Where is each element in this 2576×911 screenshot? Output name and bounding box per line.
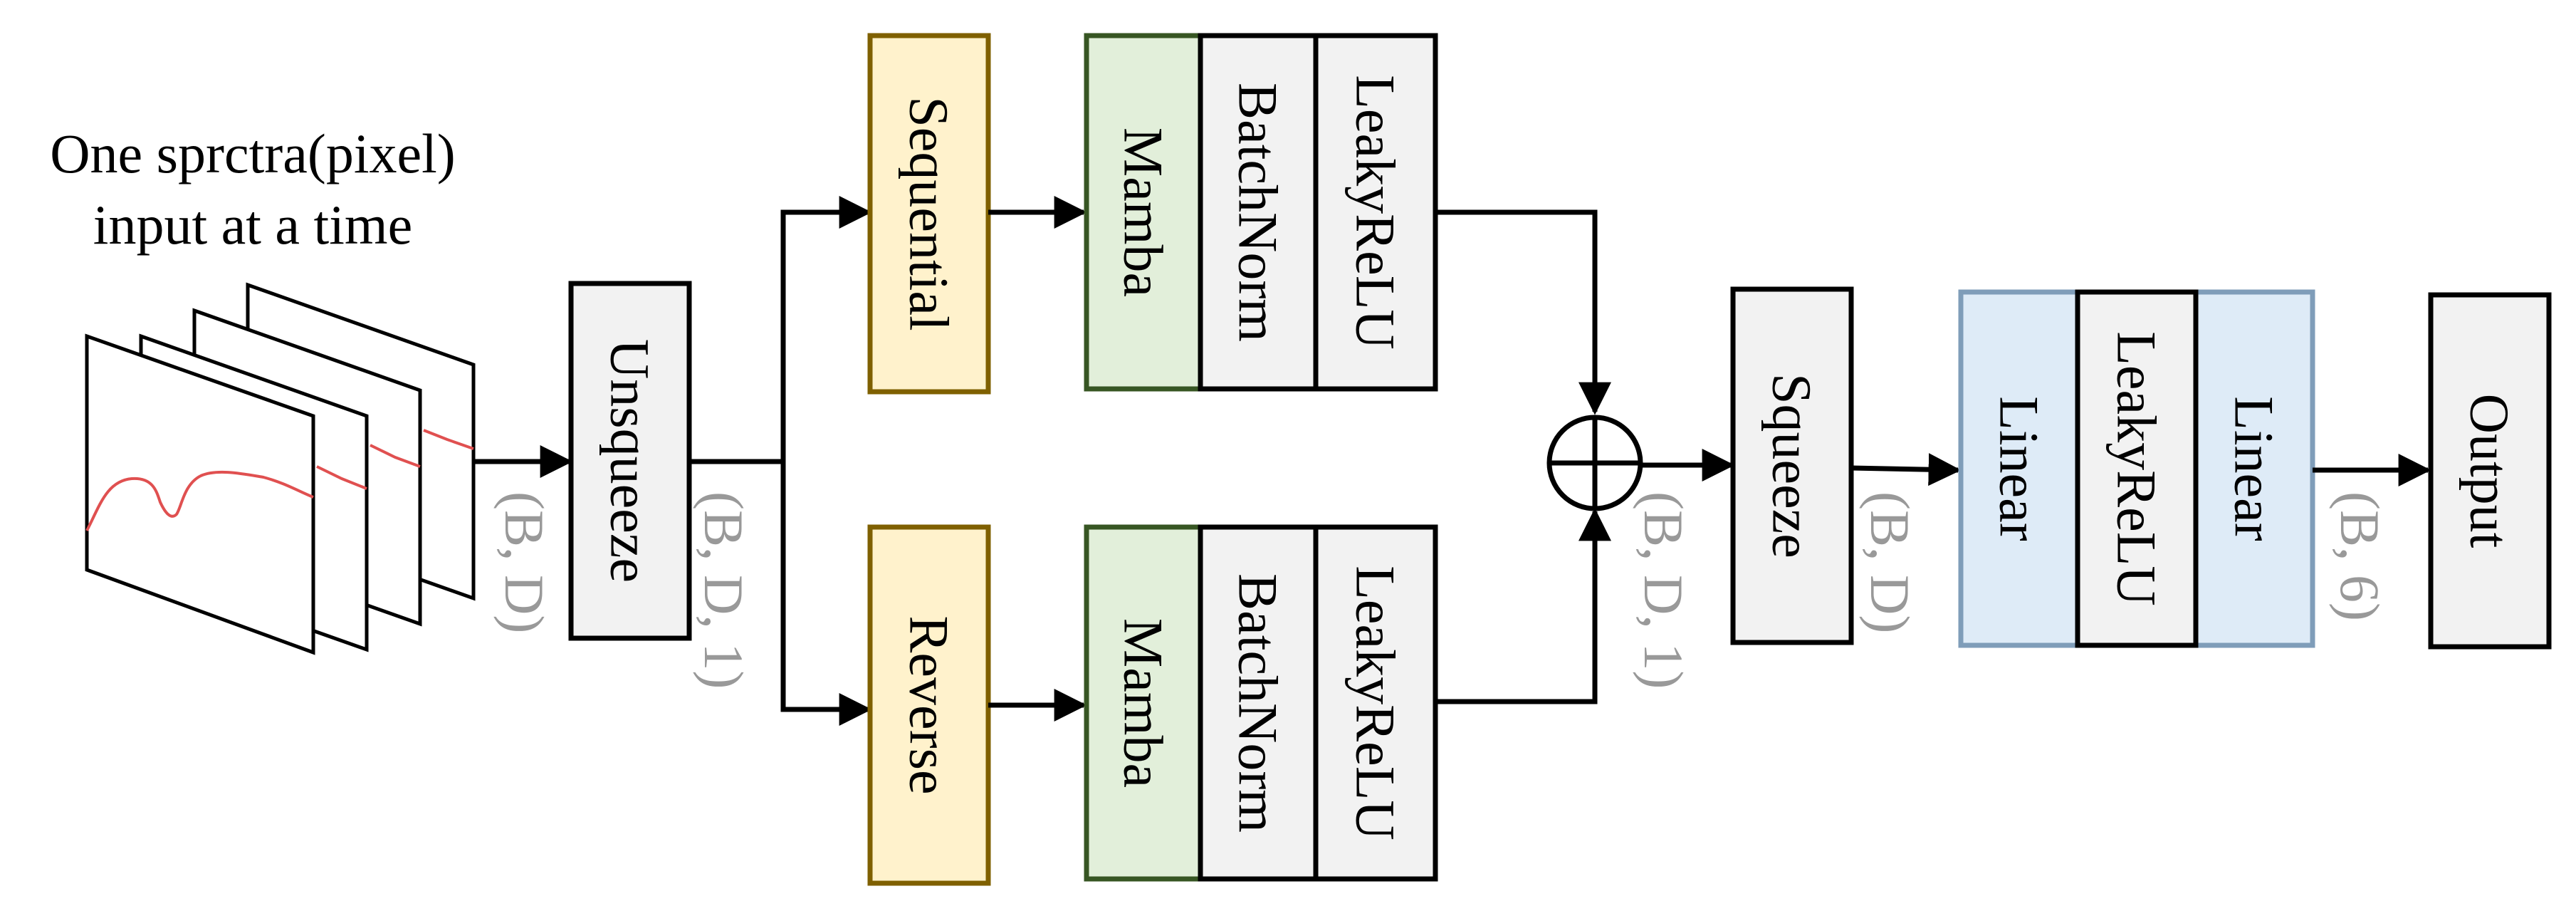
leakyrelu-head-label: LeakyReLU: [2106, 331, 2168, 606]
arrow-squeeze-to-head: [1850, 453, 1962, 486]
output-label: Output: [2459, 394, 2521, 548]
arrow-top-to-sum: [1435, 209, 1611, 415]
shape-label-after-sum: (B, D, 1): [1633, 491, 1695, 689]
spectrum-panel-1: [85, 333, 315, 655]
sequential-label: Sequential: [899, 96, 960, 330]
regression-head: Linear Linear LeakyReLU: [1958, 289, 2315, 648]
spectrum-curve-3: [370, 444, 421, 468]
squeeze-label: Squeeze: [1761, 373, 1823, 558]
shape-label-after-input: (B, D): [493, 491, 555, 633]
spectrum-curve-2: [316, 465, 367, 490]
arrow-bottom-to-sum: [1435, 508, 1611, 704]
shape-label-after-unsqueeze: (B, D, 1): [693, 491, 755, 689]
mamba-bottom-label: Mamba: [1113, 618, 1175, 788]
linear-2-label: Linear: [2224, 396, 2286, 541]
circle-plus-icon: [1546, 415, 1643, 511]
bottom-mamba-stack: Mamba BatchNorm LeakyReLU: [1084, 524, 1438, 882]
linear-1-label: Linear: [1989, 396, 2051, 541]
batchnorm-top-block: [1198, 33, 1319, 392]
linear-1-block: [1958, 289, 2080, 648]
mamba-bottom-block: [1084, 524, 1203, 882]
arrow-to-sequential: [780, 196, 872, 463]
input-caption: One sprctra(pixel) input at a time: [50, 123, 456, 256]
arrow-to-reverse: [780, 460, 872, 726]
leakyrelu-bottom-block: [1313, 524, 1438, 882]
stacked-spectra-icon: [85, 282, 476, 655]
reverse-block: Reverse: [867, 524, 991, 886]
squeeze-block: Squeeze: [1730, 286, 1854, 645]
leakyrelu-head-block: [2075, 289, 2199, 648]
batchnorm-bottom-block: [1198, 524, 1319, 882]
leakyrelu-bottom-label: LeakyReLU: [1345, 566, 1407, 840]
leakyrelu-top-label: LeakyReLU: [1345, 75, 1407, 350]
spectrum-curve-4: [423, 429, 474, 450]
spectrum-curve-1: [85, 470, 314, 531]
output-block: Output: [2428, 292, 2552, 650]
mamba-top-block: [1084, 33, 1203, 392]
linear-2-block: [2193, 289, 2315, 648]
reverse-label: Reverse: [899, 615, 960, 794]
batchnorm-top-label: BatchNorm: [1227, 83, 1289, 342]
batchnorm-bottom-label: BatchNorm: [1227, 573, 1289, 833]
shape-label-after-squeeze: (B, D): [1859, 491, 1921, 633]
leakyrelu-top-block: [1313, 33, 1438, 392]
sequential-block: Sequential: [867, 33, 991, 395]
input-caption-line-1: One sprctra(pixel): [50, 123, 456, 184]
mamba-top-label: Mamba: [1113, 127, 1175, 297]
input-caption-line-2: input at a time: [93, 194, 412, 256]
unsqueeze-block: Unsqueeze: [568, 281, 692, 641]
top-mamba-stack: Mamba BatchNorm LeakyReLU: [1084, 33, 1438, 392]
unsqueeze-label: Unsqueeze: [600, 339, 661, 583]
shape-label-after-head: (B, 6): [2329, 491, 2391, 621]
